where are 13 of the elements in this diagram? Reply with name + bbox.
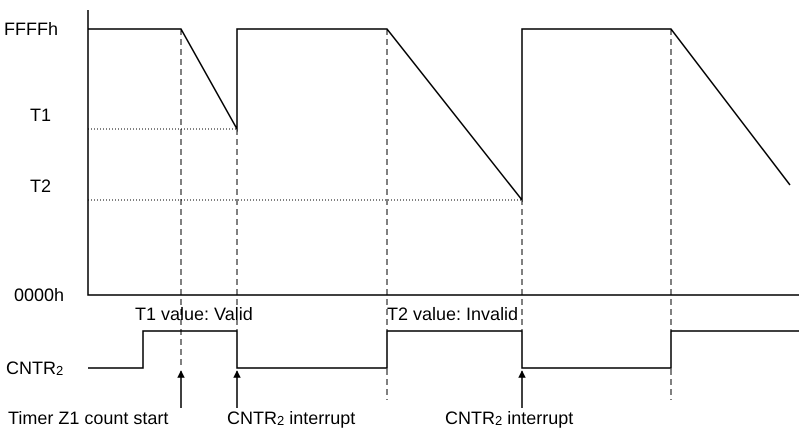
arrow — [177, 370, 185, 408]
level-label: 0000h — [14, 285, 64, 305]
arrow — [233, 370, 241, 408]
arrow — [518, 370, 526, 408]
level-label: T2 — [30, 176, 52, 196]
level-label: T1 — [30, 105, 52, 125]
level-label: FFFFh — [4, 19, 58, 39]
event-label: CNTR$_{2}$ interrupt — [227, 408, 356, 428]
event-label: Timer Z1 count start — [8, 408, 168, 428]
annotation-text: T2 value: Invalid — [387, 304, 518, 324]
annotation-text: T1 value: Valid — [135, 304, 253, 324]
signal-label: CNTR$_{2}$ — [6, 358, 64, 378]
event-label: CNTR$_{2}$ interrupt — [445, 408, 574, 428]
